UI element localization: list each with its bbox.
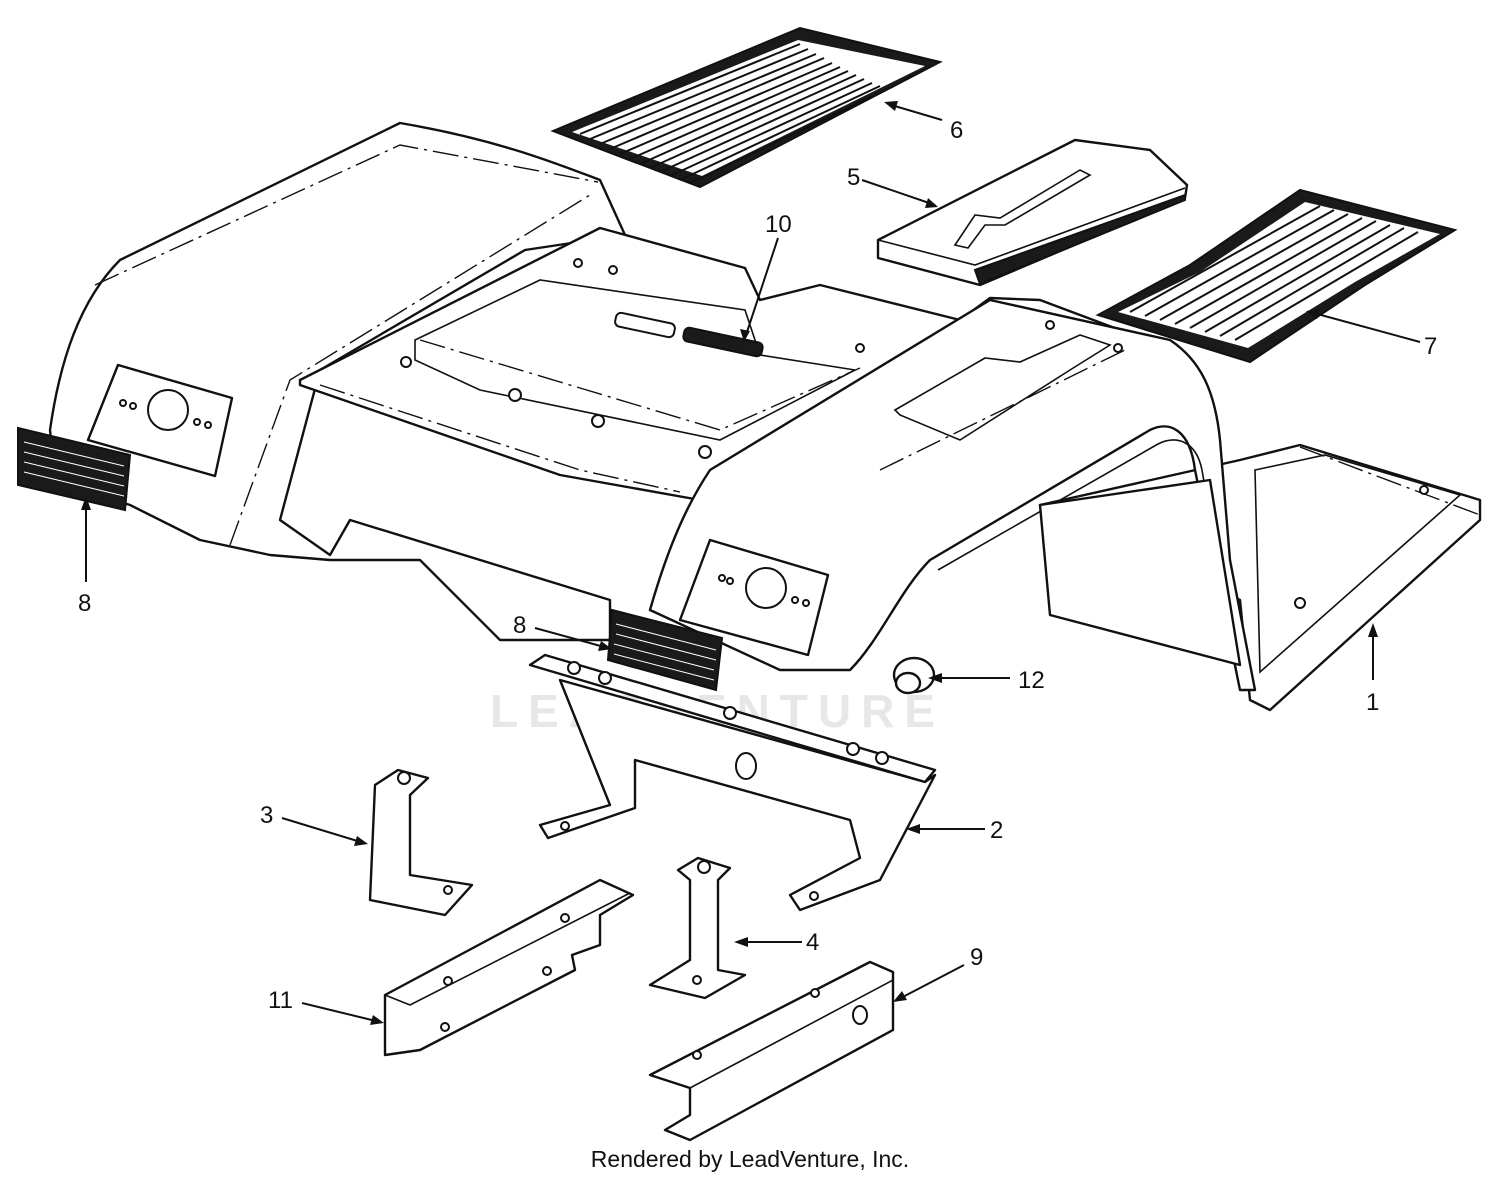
leader-lines [81,101,1421,1025]
callout-1: 1 [1366,689,1379,716]
callout-12: 12 [1018,667,1045,694]
part-4-bracket [648,856,747,1000]
part-8-reflector-left [17,426,132,512]
footer-credit: Rendered by LeadVenture, Inc. [590,1146,910,1172]
callout-5: 5 [847,164,860,191]
callout-8b: 8 [513,612,526,639]
part-10-channel [383,878,635,1057]
callout-3: 3 [260,802,273,829]
part-3-bracket [368,768,474,917]
part-8-reflector-center [606,608,724,692]
part-7-foot-mat [1095,188,1458,364]
callout-11: 10 [765,211,792,238]
part-2-bracket [528,653,937,912]
callout-4: 4 [806,929,819,956]
callout-6: 6 [950,117,963,144]
part-12-plug [892,656,936,695]
callout-2: 2 [990,817,1003,844]
callout-9: 9 [970,944,983,971]
part-6-foot-mat [550,26,943,189]
part-1-fender-body [48,121,1482,712]
callout-8a: 8 [78,590,91,617]
callout-7: 7 [1424,333,1437,360]
callout-10: 11 [268,987,293,1014]
part-5-console-cover [876,138,1189,287]
part-9-channel [648,960,895,1142]
